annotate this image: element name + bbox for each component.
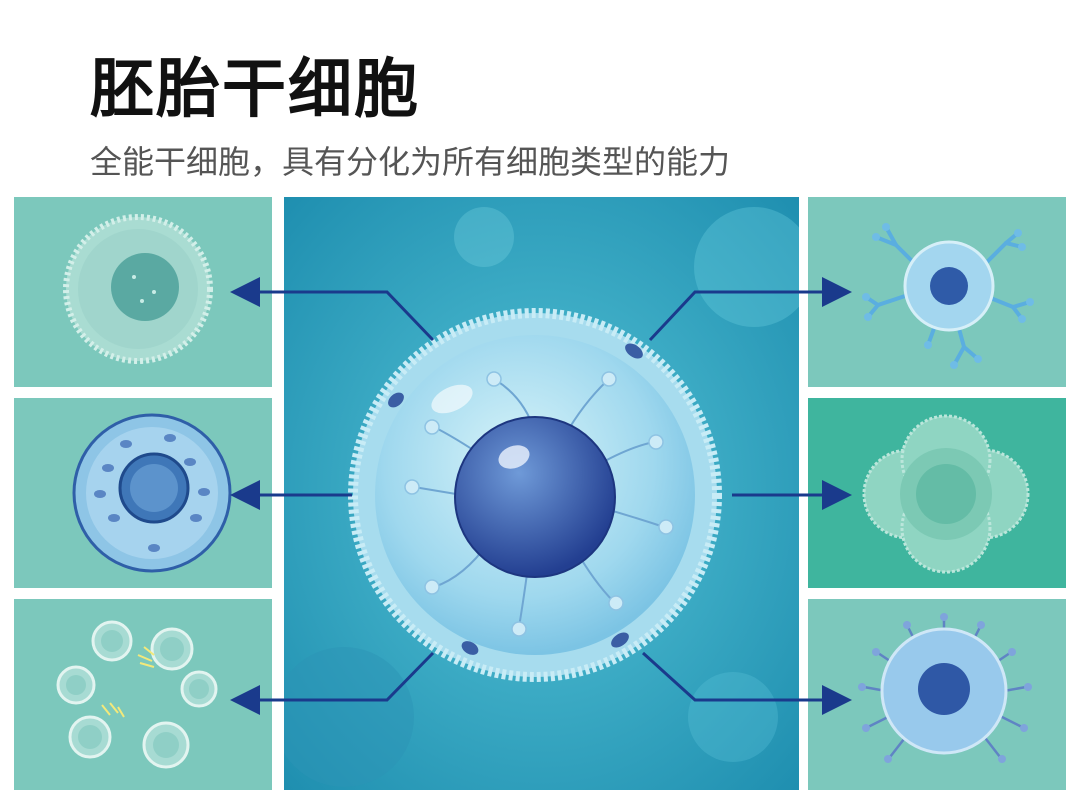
left-middle-panel <box>14 398 272 588</box>
lobed-cell-icon <box>808 398 1066 588</box>
page-subtitle: 全能干细胞，具有分化为所有细胞类型的能力 <box>90 143 731 181</box>
right-bottom-panel <box>808 599 1066 790</box>
right-middle-panel <box>808 398 1066 588</box>
left-bottom-panel <box>14 599 272 790</box>
center-panel <box>284 197 799 790</box>
granulated-cell-icon <box>14 398 272 588</box>
left-top-panel <box>14 197 272 387</box>
cell-cluster-icon <box>14 599 272 790</box>
page-title: 胚胎干细胞 <box>90 53 420 127</box>
spiky-cell-icon <box>808 599 1066 790</box>
right-top-panel <box>808 197 1066 387</box>
embryonic-stem-cell-icon <box>284 197 799 790</box>
round-cell-icon <box>14 197 272 387</box>
neuron-cell-icon <box>808 197 1066 387</box>
